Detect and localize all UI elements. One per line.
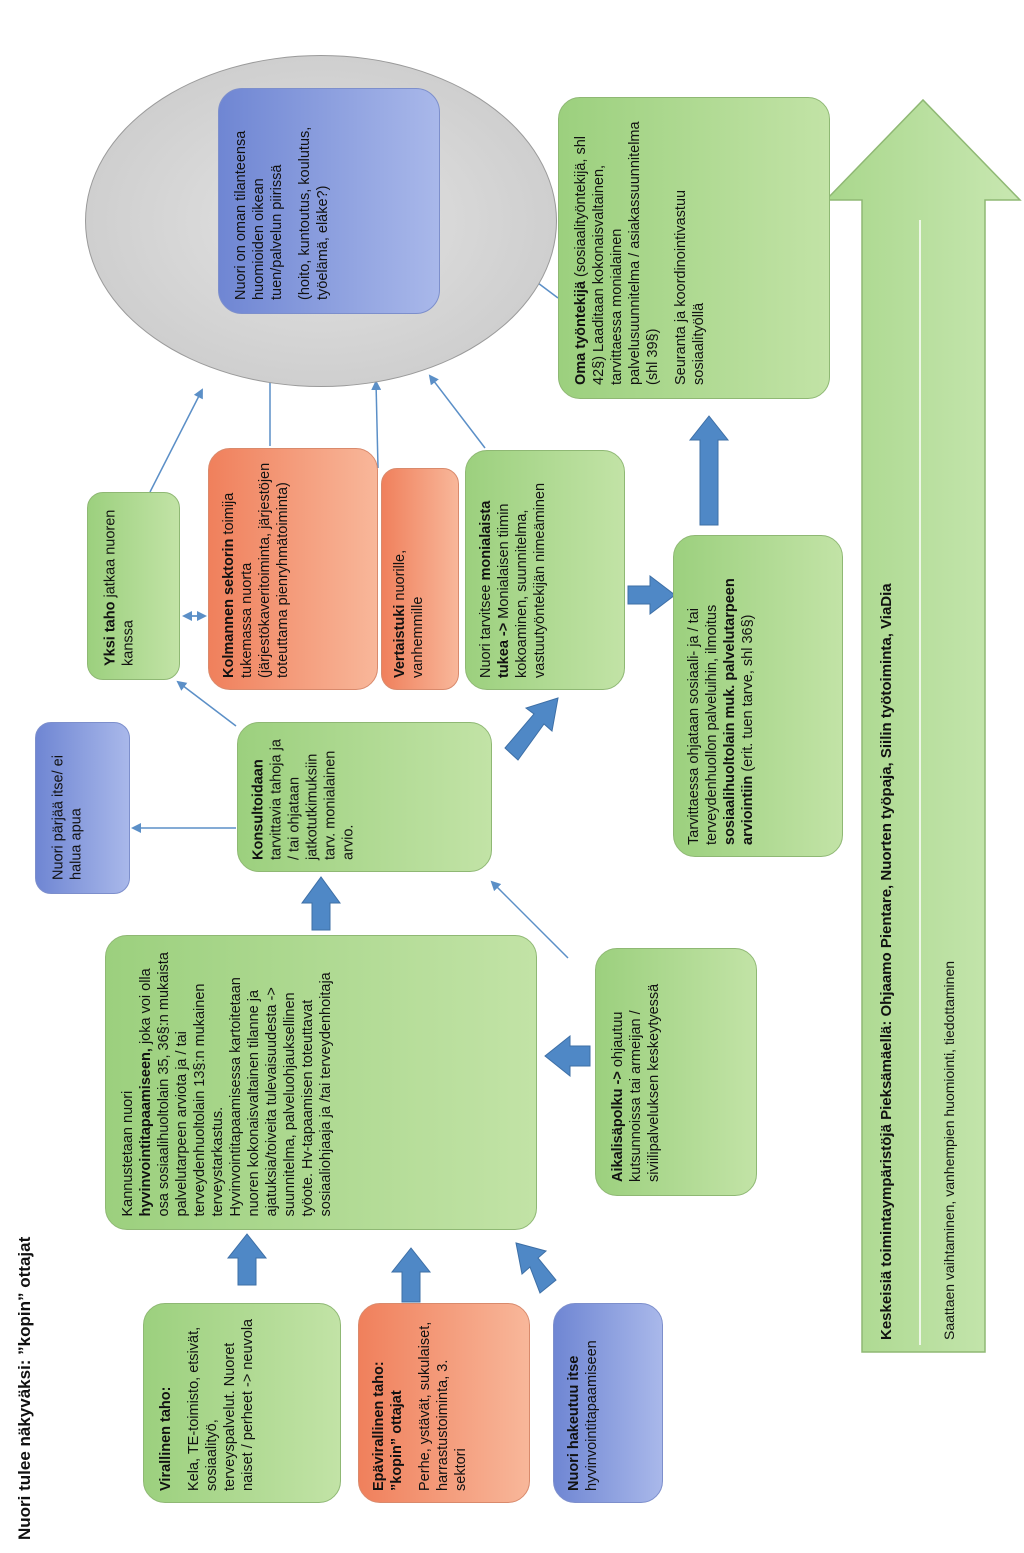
box-yksi-taho: Yksi taho jatkaa nuoren kanssa bbox=[87, 492, 180, 680]
kolmas-heading: Kolmannen sektorin bbox=[221, 538, 237, 678]
kannustetaan-heading: hyvinvointitapaamiseen, bbox=[138, 1047, 154, 1216]
konsultoidaan-heading: Konsultoidaan bbox=[250, 759, 266, 860]
connector-konsultoidaan-to-yksitaho bbox=[176, 680, 237, 727]
block-arrow-epavirallinen-up bbox=[390, 1247, 432, 1303]
box-kolmannen-sektorin: Kolmannen sektorin toimija tukemassa nuo… bbox=[208, 448, 378, 690]
connector-monialaista-to-goal bbox=[428, 374, 486, 449]
aikalisa-heading: Aikalisäpolku -> bbox=[610, 1071, 626, 1182]
big-arrow-title-wrap: Keskeisiä toimintaympäristöjä Pieksämäel… bbox=[862, 220, 918, 1350]
block-arrow-aikalisa-left bbox=[544, 1034, 591, 1078]
box-konsultoidaan: Konsultoidaan tarvittavia tahoja ja / ta… bbox=[237, 722, 492, 872]
yksitaho-heading: Yksi taho bbox=[102, 601, 118, 666]
kannustetaan-text: joka voi olla osa sosiaalihuoltolain 35,… bbox=[138, 951, 334, 1216]
block-arrow-monialaista-to-tarvittaessa bbox=[627, 574, 676, 616]
connector-aikalisa-to-konsultoidaan bbox=[490, 880, 569, 959]
virallinen-heading: Virallinen taho: bbox=[158, 1386, 174, 1491]
block-arrow-virallinen-up bbox=[226, 1233, 268, 1286]
goal-text: Nuori on oman tilanteensa huomioiden oik… bbox=[233, 130, 285, 300]
big-arrow-subtitle-wrap: Saattaen vaihtaminen, vanhempien huomioi… bbox=[922, 220, 982, 1350]
box-monialaista-tukea: Nuori tarvitsee monialaista tukea -> Mon… bbox=[465, 450, 625, 690]
parjaa-text: Nuori pärjää itse/ ei halua apua bbox=[50, 755, 84, 880]
kannustetaan-pre: Kannustetaan nuori bbox=[120, 1090, 136, 1216]
epavirallinen-heading: Epävirallinen taho: ”kopin” ottajat bbox=[371, 1361, 405, 1491]
box-oma-tyontekija: Oma työntekijä (sosiaalityöntekijä, shl … bbox=[558, 97, 830, 399]
box-kannustetaan: Kannustetaan nuori hyvinvointitapaamisee… bbox=[105, 935, 537, 1230]
epavirallinen-text: Perhe, ystävät, sukulaiset, harrastustoi… bbox=[417, 1321, 469, 1491]
connector-vertaistuki-to-goal bbox=[371, 380, 382, 469]
box-epavirallinen-taho: Epävirallinen taho: ”kopin” ottajat Perh… bbox=[358, 1303, 530, 1503]
hakeutuu-heading: Nuori hakeutuu itse bbox=[566, 1355, 582, 1491]
big-arrow-shape bbox=[824, 98, 1022, 1353]
hakeutuu-text: hyvinvointitapaamiseen bbox=[584, 1340, 600, 1491]
block-arrow-konsultoidaan-to-monialaista bbox=[504, 697, 559, 761]
box-vertaistuki: Vertaistuki nuorille, vanhemmille bbox=[381, 468, 459, 690]
big-arrow-title: Keskeisiä toimintaympäristöjä Pieksämäel… bbox=[878, 583, 895, 1340]
box-aikalisapolku: Aikalisäpolku -> ohjautuu kutsunnoissa t… bbox=[595, 948, 757, 1196]
box-virallinen-taho: Virallinen taho: Kela, TE-toimisto, etsi… bbox=[143, 1303, 341, 1503]
title-label: Nuori tulee näkyväksi: ”kopin” ottajat bbox=[15, 1236, 34, 1540]
monialaista-pre: Nuori tarvitsee bbox=[478, 580, 494, 678]
omatyontekija-heading: Oma työntekijä bbox=[573, 281, 589, 385]
box-nuori-parjaa: Nuori pärjää itse/ ei halua apua bbox=[35, 722, 130, 894]
tarvittaessa-text: (erit. tuen tarve, shl 36§) bbox=[740, 614, 756, 772]
block-arrow-hakeutuu-up bbox=[515, 1242, 557, 1294]
connector-yksitaho-to-goal bbox=[149, 388, 203, 493]
goal-text2: (hoito, kuntoutus, koulutus, työelämä, e… bbox=[297, 126, 331, 300]
block-arrow-tarvittaessa-to-omatyontekija bbox=[688, 415, 730, 526]
block-arrow-kannustetaan-to-konsultoidaan bbox=[301, 876, 341, 931]
konsultoidaan-text: tarvittavia tahoja ja / tai ohjataan jat… bbox=[268, 739, 356, 860]
vertaistuki-heading: Vertaistuki bbox=[392, 604, 408, 678]
box-goal: Nuori on oman tilanteensa huomioiden oik… bbox=[218, 88, 440, 314]
tarvittaessa-pre: Tarvittaessa ohjataan sosiaali- ja / tai… bbox=[686, 604, 720, 845]
big-arrow-subtitle: Saattaen vaihtaminen, vanhempien huomioi… bbox=[941, 960, 957, 1340]
box-nuori-hakeutuu: Nuori hakeutuu itse hyvinvointitapaamise… bbox=[553, 1303, 663, 1503]
omatyontekija-text2: Seuranta ja koordinointivastuu sosiaalit… bbox=[673, 189, 707, 385]
virallinen-text: Kela, TE-toimisto, etsivät, sosiaalityö,… bbox=[186, 1318, 256, 1491]
box-tarvittaessa: Tarvittaessa ohjataan sosiaali- ja / tai… bbox=[673, 535, 843, 857]
